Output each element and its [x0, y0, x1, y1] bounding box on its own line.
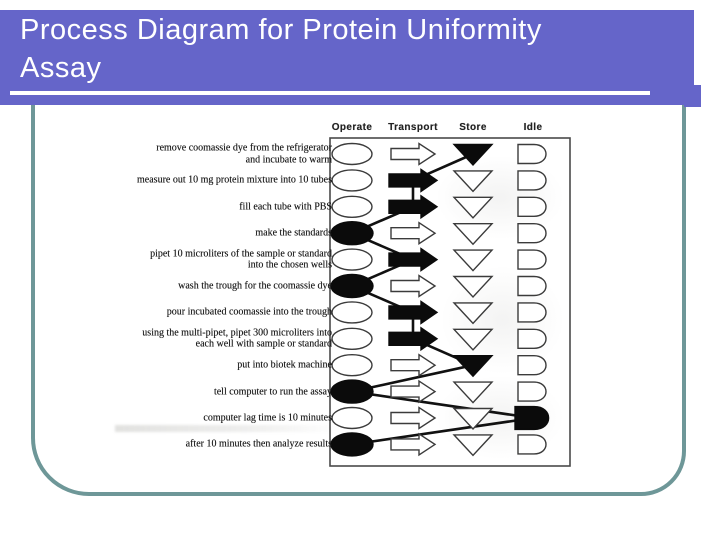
title-bar: Process Diagram for Protein Uniformity A…: [0, 10, 701, 107]
step-label: pour incubated coomassie into the trough: [166, 306, 332, 318]
transport-filled-shape: [388, 194, 439, 220]
store-outline-shape: [452, 170, 494, 193]
transport-outline-shape: [390, 406, 437, 430]
transport-outline-shape: [390, 432, 437, 457]
step-label: measure out 10 mg protein mixture into 1…: [137, 174, 332, 186]
store-outline-shape: [452, 196, 494, 219]
operate-filled-shape: [330, 220, 374, 246]
title-bar-corner: [684, 85, 701, 107]
step-label: remove coomassie dye from the refrigerat…: [156, 142, 332, 166]
column-header-transport: Transport: [388, 122, 438, 133]
flow-line: [351, 390, 534, 420]
idle-outline-shape: [517, 170, 547, 191]
slide-title: Process Diagram for Protein Uniformity A…: [20, 14, 542, 85]
operate-filled-shape: [330, 432, 374, 457]
store-outline-shape: [452, 407, 494, 431]
title-underline: [10, 91, 650, 95]
step-label: fill each tube with PBS: [239, 201, 332, 213]
step-label: tell computer to run the assay: [213, 385, 332, 397]
idle-outline-shape: [517, 355, 547, 376]
column-header-idle: Idle: [523, 122, 543, 133]
transport-outline-shape: [390, 274, 437, 298]
operate-outline-shape: [331, 195, 373, 219]
store-outline-shape: [452, 434, 494, 457]
transport-outline-shape: [390, 221, 437, 245]
chart-border: [329, 137, 571, 467]
process-chart-svg: [329, 137, 571, 467]
idle-outline-shape: [517, 249, 547, 270]
scan-smudge: [115, 425, 340, 432]
transport-filled-shape: [388, 300, 439, 325]
transport-filled-shape: [388, 247, 439, 272]
operate-filled-shape: [330, 379, 374, 404]
operate-outline-shape: [331, 353, 373, 377]
store-outline-shape: [452, 302, 494, 325]
store-outline-shape: [452, 381, 494, 404]
operate-outline-shape: [331, 142, 373, 166]
step-label: pipet 10 microliters of the sample or st…: [150, 248, 332, 271]
idle-outline-shape: [517, 302, 547, 323]
idle-outline-shape: [517, 196, 547, 217]
operate-outline-shape: [331, 301, 373, 324]
store-outline-shape: [452, 223, 494, 246]
idle-outline-shape: [517, 434, 547, 455]
transport-outline-shape: [390, 142, 437, 166]
step-label: computer lag time is 10 minutes: [203, 412, 332, 424]
operate-outline-shape: [331, 406, 373, 430]
idle-outline-shape: [517, 328, 547, 349]
operate-outline-shape: [331, 248, 373, 271]
idle-outline-shape: [517, 381, 547, 402]
store-outline-shape: [452, 249, 494, 272]
store-outline-shape: [452, 275, 494, 299]
store-filled-shape: [452, 355, 494, 378]
idle-outline-shape: [517, 275, 547, 297]
step-label: put into biotek machine: [237, 359, 332, 371]
store-outline-shape: [452, 328, 494, 351]
operate-outline-shape: [331, 169, 373, 192]
transport-outline-shape: [390, 379, 437, 404]
operate-filled-shape: [330, 273, 374, 299]
transport-filled-shape: [388, 326, 439, 352]
idle-filled-shape: [514, 405, 550, 431]
process-chart: Operate Transport Store Idle remove coomassi…: [110, 120, 580, 472]
store-filled-shape: [452, 143, 494, 167]
step-label: after 10 minutes then analyze results: [185, 438, 332, 450]
column-header-store: Store: [459, 122, 487, 133]
idle-outline-shape: [517, 143, 547, 165]
column-header-operate: Operate: [331, 122, 373, 133]
step-label: using the multi-pipet, pipet 300 microli…: [142, 327, 332, 350]
flow-line: [351, 416, 534, 446]
transport-filled-shape: [388, 168, 439, 193]
idle-outline-shape: [517, 223, 547, 244]
step-label: wash the trough for the coomassie dye: [178, 280, 332, 292]
step-label: make the standards: [255, 227, 332, 239]
transport-outline-shape: [390, 353, 437, 377]
operate-outline-shape: [331, 327, 373, 351]
